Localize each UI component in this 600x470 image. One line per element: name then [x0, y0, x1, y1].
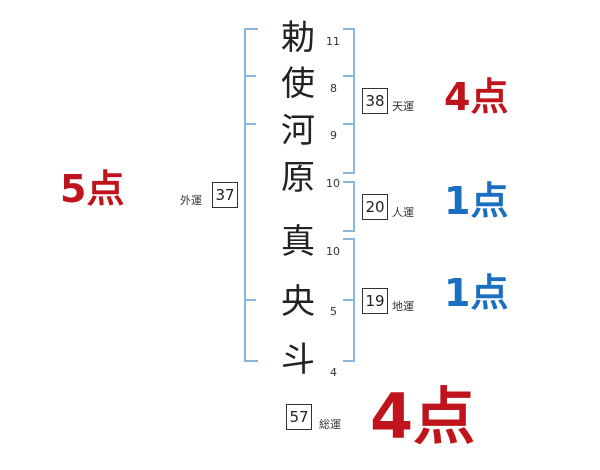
bracket-tick	[244, 123, 256, 125]
tenun-score: 4点	[444, 75, 509, 119]
stroke-count: 11	[326, 35, 340, 48]
name-char: 原	[281, 158, 315, 198]
jinun-value: 20	[362, 194, 388, 220]
bracket-tick	[343, 299, 355, 301]
tenun-value: 38	[362, 88, 388, 114]
jinun-label: 人運	[392, 206, 414, 219]
stroke-count: 8	[330, 82, 337, 95]
name-char: 勅	[281, 18, 315, 58]
tenun-label: 天運	[392, 100, 414, 113]
bracket-tick	[244, 299, 256, 301]
stroke-count: 10	[326, 245, 340, 258]
chiun-value: 19	[362, 288, 388, 314]
stroke-count: 10	[326, 177, 340, 190]
jinun-score: 1点	[444, 179, 509, 223]
bracket-tick	[343, 75, 355, 77]
gaiun-score: 5点	[60, 167, 125, 211]
name-char: 央	[281, 282, 315, 322]
stroke-count: 5	[330, 305, 337, 318]
gaiun-value: 37	[212, 182, 238, 208]
chiun-score: 1点	[444, 271, 509, 315]
name-char: 使	[281, 64, 315, 104]
soun-value: 57	[286, 404, 312, 430]
name-char: 真	[281, 222, 315, 262]
stroke-count: 4	[330, 366, 337, 379]
gaiun-label: 外運	[180, 194, 202, 207]
tenun-bracket	[343, 28, 355, 174]
bracket-tick	[343, 123, 355, 125]
name-char: 斗	[281, 340, 315, 380]
stroke-count: 9	[330, 129, 337, 142]
bracket-tick	[244, 75, 256, 77]
gaiun-bracket	[244, 28, 258, 362]
jinun-bracket	[343, 181, 355, 232]
soun-score: 4点	[370, 380, 476, 453]
name-char: 河	[281, 111, 315, 151]
chiun-label: 地運	[392, 300, 414, 313]
soun-label: 総運	[319, 418, 341, 431]
